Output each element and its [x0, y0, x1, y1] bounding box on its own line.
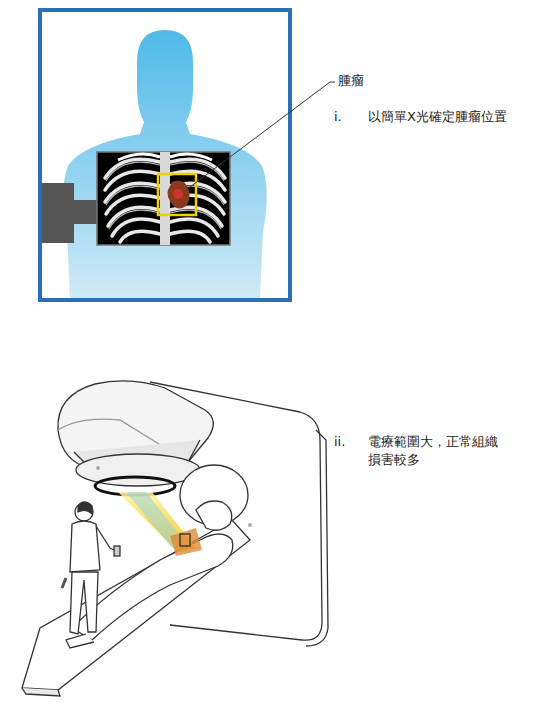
detector-arm: [72, 200, 98, 224]
tumor-marker: [180, 534, 190, 546]
xray-panel: [40, 10, 335, 300]
treatment-couch: [22, 520, 250, 690]
detector-arm: [42, 183, 74, 243]
staff-device: [114, 546, 120, 556]
clavicle: [118, 154, 160, 160]
step-number: i.: [334, 108, 342, 126]
callout-label: 腫瘤: [338, 72, 364, 90]
collimator-ring: [76, 454, 200, 486]
leader-line: [186, 82, 335, 190]
staff-legs: [70, 572, 98, 634]
treatment-field: [170, 528, 202, 556]
gantry-edge: [306, 430, 328, 646]
staff-head: [75, 503, 93, 521]
target-box: [158, 174, 196, 215]
tumor: [168, 181, 190, 209]
tumor-core: [173, 189, 183, 199]
step-text: 電療範圍大，正常組織 損害較多: [368, 433, 510, 468]
step-number: ii.: [334, 433, 345, 451]
staff-band: [62, 578, 66, 588]
patient-head: [196, 501, 232, 530]
patient-feet: [66, 634, 94, 648]
staff-hair: [78, 502, 92, 514]
radiotherapy-machine: [22, 381, 328, 696]
panel-frame: [40, 10, 290, 300]
spine: [160, 152, 170, 245]
staff-torso: [70, 521, 100, 572]
xray-film: [97, 152, 230, 245]
clavicle: [170, 154, 212, 160]
person-silhouette: [63, 30, 267, 298]
couch-edge: [22, 688, 60, 696]
step-text: 以簡單X光確定腫瘤位置: [368, 108, 540, 126]
